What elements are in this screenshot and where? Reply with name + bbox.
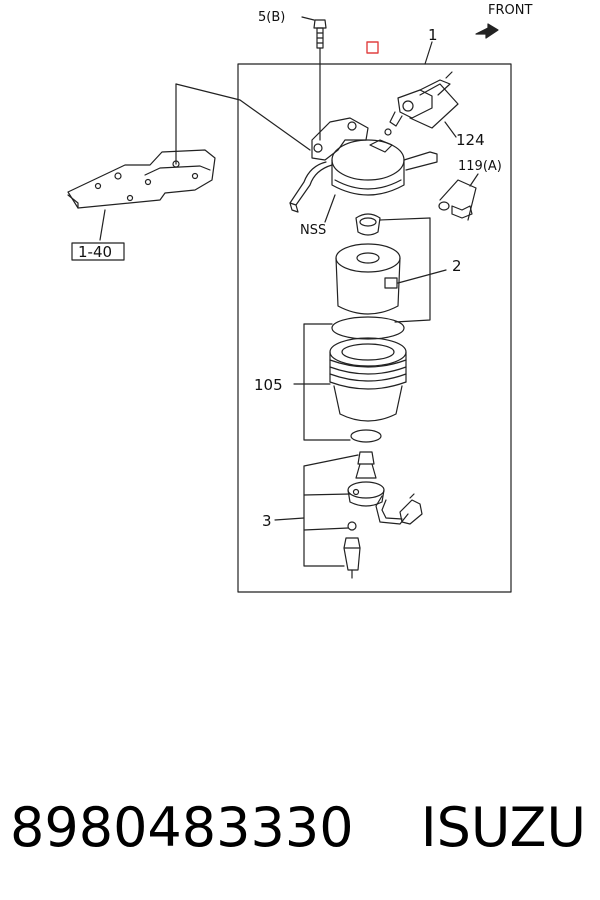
marker-square <box>366 41 379 54</box>
bracket-1-40 <box>67 83 311 261</box>
filter-element-2 <box>335 213 447 323</box>
label-nss: NSS <box>300 223 326 238</box>
drain-assembly-3 <box>274 451 423 579</box>
o-ring-small <box>350 429 382 443</box>
leader-assembly <box>424 41 433 65</box>
label-drain: 3 <box>262 512 272 530</box>
part-number: 8980483330 <box>10 796 354 859</box>
fitting-119a <box>438 173 479 221</box>
front-arrow-icon <box>475 23 499 39</box>
label-bracket-ref: 1-40 <box>78 243 112 261</box>
bracket-case <box>303 323 351 441</box>
label-front: FRONT <box>488 3 532 18</box>
label-bolt: 5(B) <box>258 10 285 25</box>
o-ring-large <box>303 316 405 340</box>
label-sensor: 124 <box>456 131 485 149</box>
filter-head <box>289 117 438 223</box>
label-element: 2 <box>452 257 462 275</box>
sensor-124 <box>384 71 459 138</box>
label-case: 105 <box>254 376 283 394</box>
brand-name: ISUZU <box>420 796 586 859</box>
assembly-frame <box>237 63 512 593</box>
label-fitting: 119(A) <box>458 159 502 174</box>
label-assembly: 1 <box>428 26 438 44</box>
filter-case-105 <box>293 337 407 422</box>
footer: 8980483330 ISUZU <box>0 788 600 868</box>
bolt-5b <box>301 16 327 141</box>
